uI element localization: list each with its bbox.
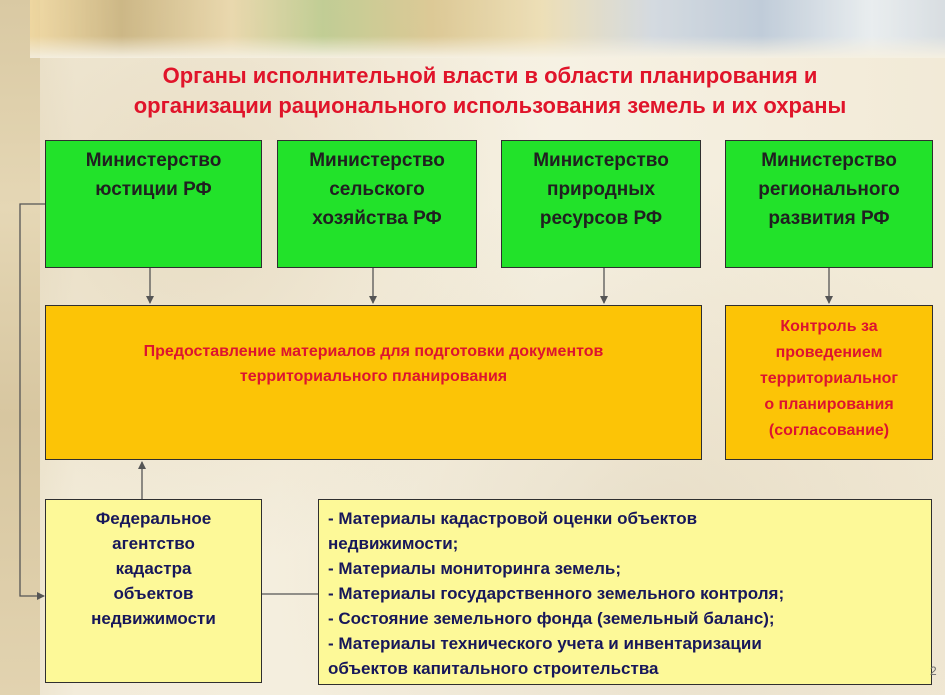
background-left-strip	[0, 0, 40, 695]
ministry-resources-line-1: Министерство	[533, 150, 669, 171]
slide-title: Органы исполнительной власти в области п…	[40, 61, 940, 121]
ministry-regional-line-1: Министерство	[761, 150, 897, 171]
materials-item: - Материалы государственного земельного …	[328, 584, 785, 603]
decorative-photo-banner	[30, 0, 945, 58]
slide-title-line-2: организации рационального использования …	[133, 93, 847, 118]
materials-item: - Состояние земельного фонда (земельный …	[328, 609, 775, 628]
control-line-4: о планирования	[764, 396, 894, 413]
control-line-5: (согласование)	[768, 422, 890, 439]
ministry-agriculture-line-2: сельского	[329, 179, 425, 200]
control-planning-box: Контроль за проведением территориальног …	[725, 305, 933, 460]
control-line-2: проведением	[775, 344, 883, 361]
ministry-resources-line-2: природных	[546, 179, 656, 200]
ministry-justice-box: Министерство юстиции РФ	[45, 140, 262, 268]
ministry-agriculture-box: Министерство сельского хозяйства РФ	[277, 140, 477, 268]
materials-item: недвижимости;	[328, 534, 459, 553]
agency-line-4: объектов	[113, 584, 194, 603]
control-line-3: территориальног	[759, 370, 899, 387]
provision-line-1: Предоставление материалов для подготовки…	[143, 343, 604, 360]
agency-line-2: агентство	[112, 534, 195, 553]
agency-line-1: Федеральное	[95, 509, 212, 528]
provision-materials-box: Предоставление материалов для подготовки…	[45, 305, 702, 460]
agency-line-5: недвижимости	[91, 609, 216, 628]
slide-title-line-1: Органы исполнительной власти в области п…	[162, 63, 818, 88]
ministry-regional-line-2: регионального	[758, 179, 900, 200]
ministry-natural-resources-box: Министерство природных ресурсов РФ	[501, 140, 701, 268]
ministry-agriculture-line-3: хозяйства РФ	[312, 208, 442, 229]
control-line-1: Контроль за	[780, 318, 878, 335]
ministry-regional-line-3: развития РФ	[768, 208, 890, 229]
ministry-justice-line-2: юстиции РФ	[95, 179, 212, 200]
materials-item: - Материалы мониторинга земель;	[328, 559, 622, 578]
materials-item: - Материалы технического учета и инвента…	[328, 634, 762, 653]
agency-line-3: кадастра	[115, 559, 192, 578]
slide-number: 2	[930, 664, 937, 678]
ministry-regional-development-box: Министерство регионального развития РФ	[725, 140, 933, 268]
materials-list-box: - Материалы кадастровой оценки объектов …	[318, 499, 932, 685]
materials-item: объектов капитального строительства	[328, 659, 659, 678]
materials-item: - Материалы кадастровой оценки объектов	[328, 509, 698, 528]
ministry-agriculture-line-1: Министерство	[309, 150, 445, 171]
ministry-resources-line-3: ресурсов РФ	[539, 208, 663, 229]
ministry-justice-line-1: Министерство	[85, 150, 222, 171]
provision-line-2: территориального планирования	[239, 368, 508, 385]
federal-agency-box: Федеральное агентство кадастра объектов …	[45, 499, 262, 683]
